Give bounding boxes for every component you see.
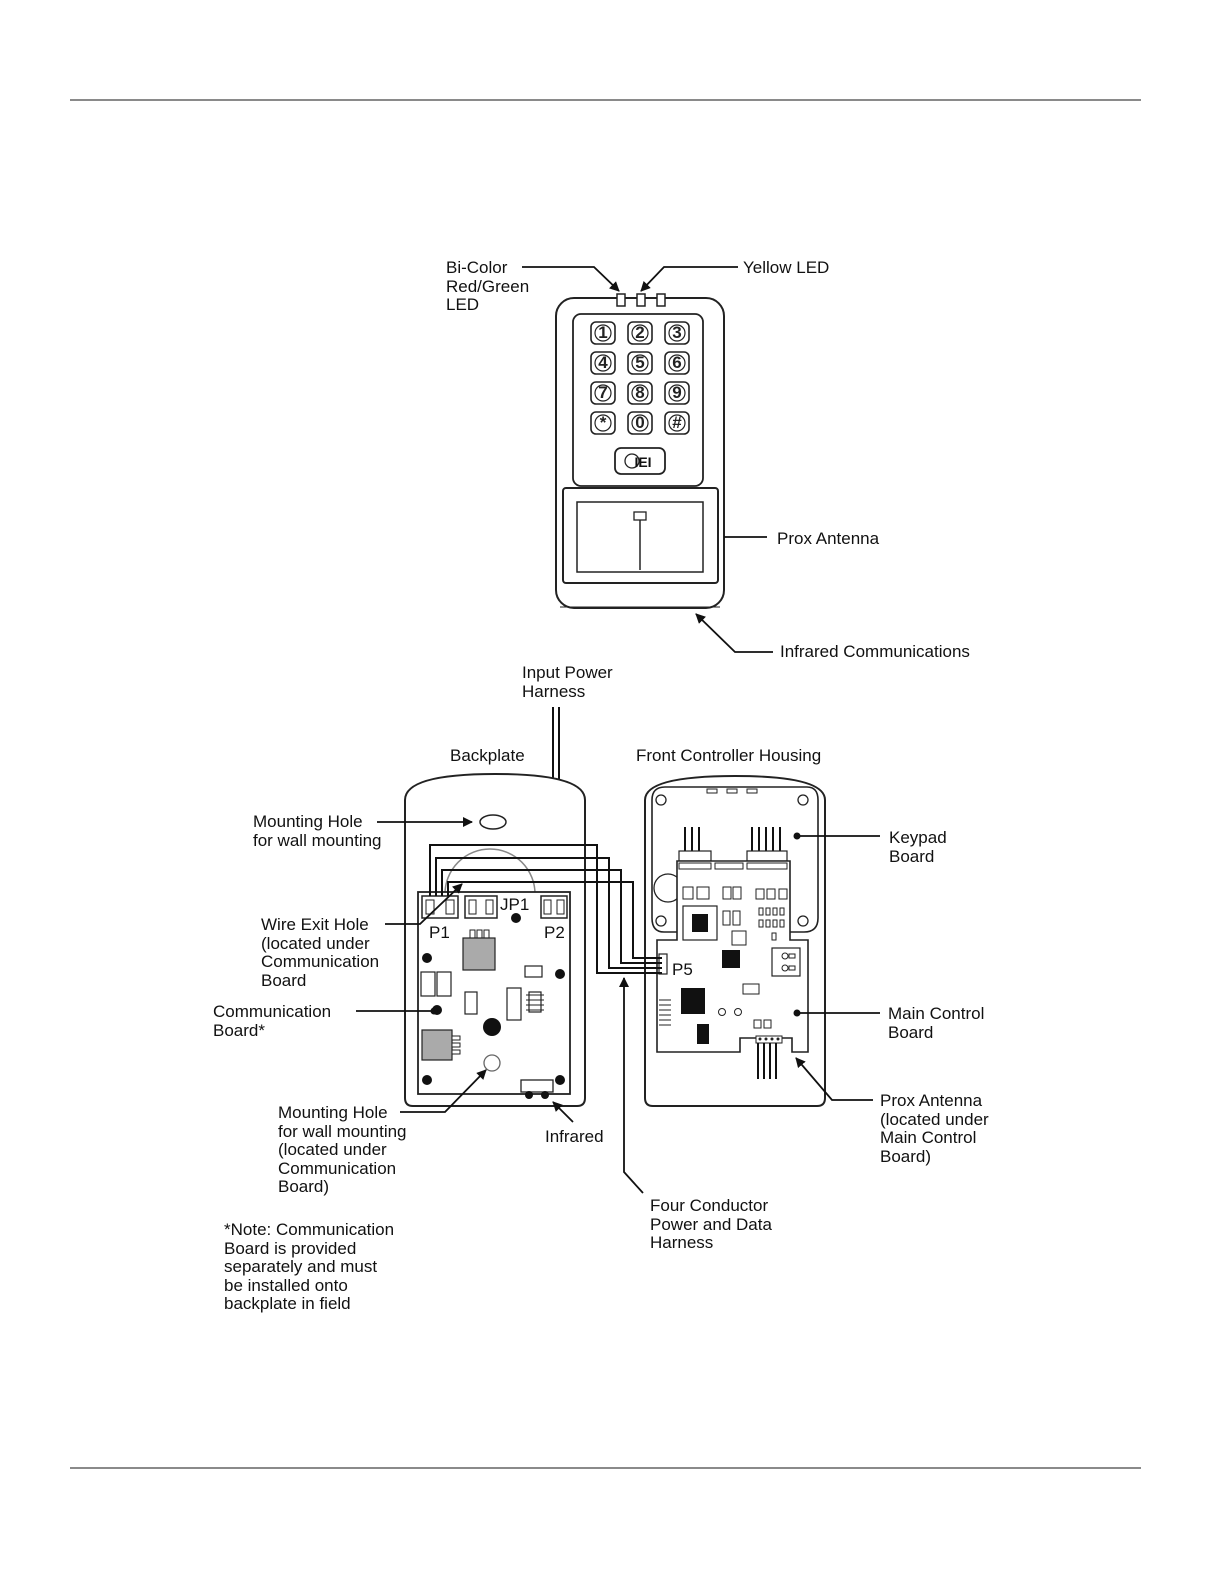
keypad-key-label: * (600, 413, 607, 432)
label-prox-antenna: Prox Antenna (724, 529, 880, 548)
keypad-key: 4 (590, 351, 616, 375)
keypad-key-label: # (672, 413, 682, 432)
yellow-led (636, 293, 646, 307)
svg-text:Four Conductor: Four Conductor (650, 1196, 768, 1215)
svg-text:Red/Green: Red/Green (446, 277, 529, 296)
logo-badge (614, 447, 666, 475)
label-input-power-harness: Input Power Harness (522, 663, 613, 701)
svg-text:Communication: Communication (278, 1159, 396, 1178)
svg-text:be installed onto: be installed onto (224, 1276, 348, 1295)
front-housing-heading: Front Controller Housing (636, 746, 821, 765)
label-mounting-hole-top: Mounting Hole for wall mounting (253, 812, 473, 850)
svg-text:Harness: Harness (650, 1233, 713, 1252)
keypad-key-label: 0 (635, 413, 644, 432)
mounting-hole-top (479, 814, 507, 830)
four-conductor-harness (429, 844, 662, 974)
svg-text:Prox Antenna: Prox Antenna (880, 1091, 983, 1110)
infrared-sensor (520, 1079, 554, 1093)
keypad-key: 5 (627, 351, 653, 375)
keypad-key: 8 (627, 381, 653, 405)
svg-text:Harness: Harness (522, 682, 585, 701)
keypad-reader: 1 2 3 4 5 6 7 8 9 * 0 # IEI (555, 293, 725, 609)
svg-text:Prox Antenna: Prox Antenna (777, 529, 880, 548)
keypad-key-label: 1 (598, 323, 607, 342)
svg-text:Board): Board) (880, 1147, 931, 1166)
logo-text: IEI (634, 454, 651, 470)
keypad-key-label: 6 (672, 353, 681, 372)
svg-text:Keypad: Keypad (889, 828, 947, 847)
backplate-heading: Backplate (450, 746, 525, 765)
svg-text:(located under: (located under (278, 1140, 387, 1159)
svg-text:Main Control: Main Control (888, 1004, 984, 1023)
label-mounting-hole-bottom: Mounting Hole for wall mounting (located… (278, 1069, 487, 1196)
svg-text:Board): Board) (278, 1177, 329, 1196)
svg-text:Input Power: Input Power (522, 663, 613, 682)
svg-text:LED: LED (446, 295, 479, 314)
keypad-key: 1 (590, 321, 616, 345)
svg-text:Mounting Hole: Mounting Hole (253, 812, 363, 831)
svg-text:Board: Board (261, 971, 306, 990)
svg-text:Board is provided: Board is provided (224, 1239, 356, 1258)
keypad-key: 3 (664, 321, 690, 345)
svg-text:Board: Board (889, 847, 934, 866)
keypad-key-label: 9 (672, 383, 681, 402)
label-communication-board: Communication Board* (213, 1002, 438, 1040)
keypad-key-label: 8 (635, 383, 644, 402)
svg-text:(located under: (located under (880, 1110, 989, 1129)
mounting-hole-bottom (483, 1054, 501, 1072)
label-yellow-led: Yellow LED (640, 258, 829, 292)
keypad-key: 7 (590, 381, 616, 405)
svg-text:Infrared: Infrared (545, 1127, 604, 1146)
svg-text:Communication: Communication (261, 952, 379, 971)
label-infrared-communications: Infrared Communications (695, 613, 970, 661)
keypad-keys: 1 2 3 4 5 6 7 8 9 * 0 # (590, 321, 690, 435)
note: *Note: Communication Board is provided s… (224, 1220, 394, 1313)
svg-text:separately and must: separately and must (224, 1257, 377, 1276)
svg-text:Board: Board (888, 1023, 933, 1042)
jp1-label: JP1 (500, 895, 529, 914)
bicolor-led (616, 293, 626, 307)
p5-label: P5 (672, 960, 693, 979)
svg-text:for wall mounting: for wall mounting (278, 1122, 407, 1141)
keypad-key-label: 7 (598, 383, 607, 402)
label-wire-exit-hole: Wire Exit Hole (located under Communicat… (261, 883, 463, 990)
keypad-key-label: 3 (672, 323, 681, 342)
keypad-key: 9 (664, 381, 690, 405)
p1-label: P1 (429, 923, 450, 942)
keypad-key: 6 (664, 351, 690, 375)
communication-board (417, 891, 571, 1099)
label-four-conductor-harness: Four Conductor Power and Data Harness (619, 977, 772, 1252)
svg-text:(located under: (located under (261, 934, 370, 953)
svg-text:Yellow LED: Yellow LED (743, 258, 829, 277)
svg-text:Communication: Communication (213, 1002, 331, 1021)
svg-text:Board*: Board* (213, 1021, 265, 1040)
keypad-key: 0 (627, 411, 653, 435)
svg-text:Mounting Hole: Mounting Hole (278, 1103, 388, 1122)
svg-text:Main Control: Main Control (880, 1128, 976, 1147)
label-bicolor-led: Bi-Color Red/Green LED (446, 258, 620, 314)
svg-text:Bi-Color: Bi-Color (446, 258, 508, 277)
keypad-key-label: 5 (635, 353, 644, 372)
keypad-key: # (664, 411, 690, 435)
keypad-key: * (590, 411, 616, 435)
svg-text:backplate in field: backplate in field (224, 1294, 351, 1313)
front-controller-housing (644, 774, 826, 1107)
keypad-key: 2 (627, 321, 653, 345)
label-main-control-board: Main Control Board (793, 1004, 984, 1042)
keypad-key-label: 4 (598, 353, 608, 372)
svg-text:Infrared Communications: Infrared Communications (780, 642, 970, 661)
p2-label: P2 (544, 923, 565, 942)
svg-text:for wall mounting: for wall mounting (253, 831, 382, 850)
label-prox-antenna-under: Prox Antenna (located under Main Control… (795, 1057, 989, 1166)
keypad-key-label: 2 (635, 323, 644, 342)
svg-text:Wire Exit Hole: Wire Exit Hole (261, 915, 369, 934)
svg-text:Power and Data: Power and Data (650, 1215, 772, 1234)
svg-text:*Note: Communication: *Note: Communication (224, 1220, 394, 1239)
label-infrared: Infrared (545, 1101, 604, 1146)
label-keypad-board: Keypad Board (793, 828, 947, 866)
